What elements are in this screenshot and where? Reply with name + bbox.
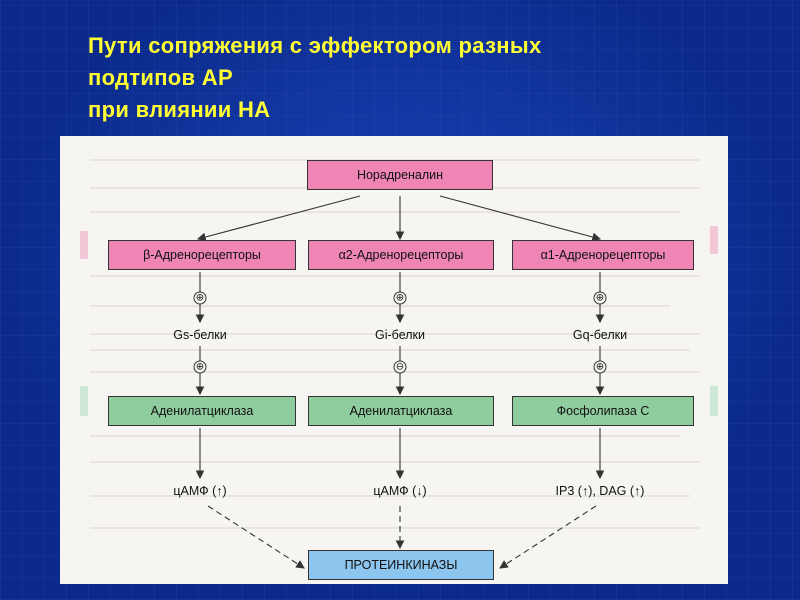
dashed-arrow-camp-up-to-pk [207,505,305,569]
plus-sign-beta: ⊕ [193,291,207,305]
label-gq-proteins: Gq-белки [572,328,628,342]
title-line-2: подтипов АР [88,65,233,90]
slide-title: Пути сопряжения с эффектором разных подт… [88,30,768,126]
box-noradrenaline: Норадреналин [307,160,493,190]
box-alpha2-receptors: α2-Адренорецепторы [308,240,494,270]
box-adenylate-cyclase-2: Аденилатциклаза [308,396,494,426]
label-gi-proteins: Gi-белки [375,328,425,342]
arrow-na-to-beta [196,195,361,242]
title-line-3: при влиянии НА [88,97,271,122]
minus-sign-gi: ⊖ [393,360,407,374]
dashed-arrow-ip3-to-pk [499,505,597,569]
label-ip3-dag: IP3 (↑), DAG (↑) [555,484,645,498]
box-beta-receptors: β-Адренорецепторы [108,240,296,270]
label-gs-proteins: Gs-белки [173,328,227,342]
box-alpha1-receptors: α1-Адренорецепторы [512,240,694,270]
label-camp-down: цАМФ (↓) [373,484,427,498]
plus-sign-alpha2: ⊕ [393,291,407,305]
box-adenylate-cyclase-1: Аденилатциклаза [108,396,296,426]
box-protein-kinases: ПРОТЕИНКИНАЗЫ [308,550,494,580]
box-phospholipase-c: Фосфолипаза С [512,396,694,426]
diagram-arrows [195,195,605,569]
plus-sign-gs: ⊕ [193,360,207,374]
arrow-na-to-alpha1 [439,195,602,242]
plus-sign-gq: ⊕ [593,360,607,374]
label-camp-up: цАМФ (↑) [173,484,227,498]
plus-sign-alpha1: ⊕ [593,291,607,305]
scan-background-texture [80,159,718,529]
title-line-1: Пути сопряжения с эффектором разных [88,33,542,58]
diagram-panel: Норадреналин β-Адренорецепторы α2-Адрено… [60,136,728,584]
